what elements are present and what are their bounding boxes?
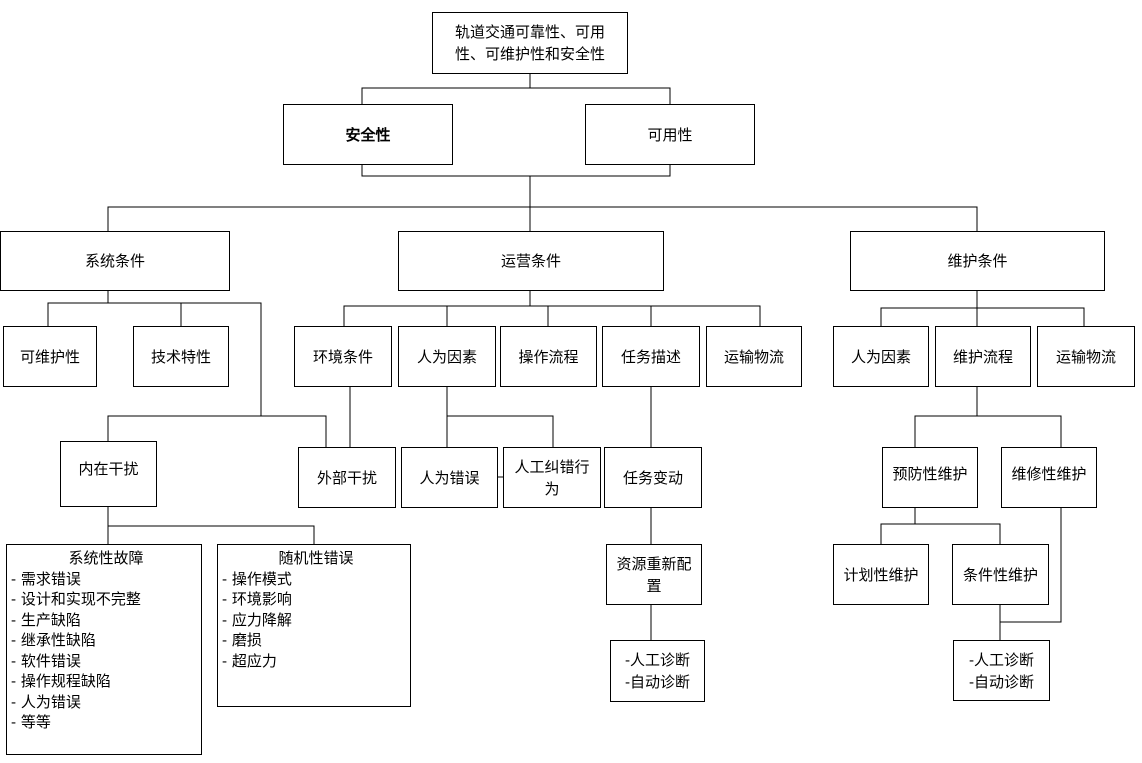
random-error-item: - 环境影响 bbox=[222, 590, 292, 608]
systematic-failure-item: - 操作规程缺陷 bbox=[11, 672, 111, 690]
random-error-item: - 超应力 bbox=[222, 651, 277, 670]
connector bbox=[880, 307, 1085, 326]
task-change-node: 任务变动 bbox=[604, 447, 702, 508]
random-error-item: - 磨损 bbox=[222, 631, 262, 649]
safety-label: 安全性 bbox=[345, 125, 391, 144]
human-factors-op-node: 人为因素 bbox=[398, 326, 496, 387]
human-factors-op-label: 人为因素 bbox=[416, 347, 477, 366]
connector bbox=[361, 73, 531, 104]
connector bbox=[914, 415, 977, 447]
connector bbox=[361, 164, 671, 177]
mt-diagnosis-item: -人工诊断 bbox=[968, 650, 1035, 669]
human-factors-mt-label: 人为因素 bbox=[850, 347, 911, 366]
logistics-op-label: 运输物流 bbox=[723, 347, 784, 366]
safety-node: 安全性 bbox=[283, 104, 453, 165]
task-description-label: 任务描述 bbox=[620, 347, 681, 366]
connector bbox=[446, 386, 554, 447]
human-factors-mt-node: 人为因素 bbox=[833, 326, 929, 387]
planned-maintenance-label: 计划性维护 bbox=[843, 565, 919, 584]
technical-features-node: 技术特性 bbox=[133, 326, 229, 387]
logistics-mt-label: 运输物流 bbox=[1055, 347, 1116, 366]
systematic-failure-title: 系统性故障 bbox=[68, 549, 144, 567]
availability-label: 可用性 bbox=[647, 125, 693, 144]
operating-conditions-node: 运营条件 bbox=[398, 231, 664, 291]
root-label: 轨道交通可靠性、可用性、可维护性和安全性 bbox=[454, 23, 605, 63]
connector bbox=[1000, 508, 1062, 623]
mt-diagnosis-item: -自动诊断 bbox=[968, 672, 1035, 691]
mt-diagnosis-node: -人工诊断 -自动诊断 bbox=[953, 640, 1050, 701]
random-error-item: - 应力降解 bbox=[222, 610, 292, 629]
conditional-maintenance-node: 条件性维护 bbox=[952, 544, 1049, 605]
connector bbox=[976, 386, 1062, 447]
maintainability-node: 可维护性 bbox=[3, 326, 97, 387]
root-node: 轨道交通可靠性、可用性、可维护性和安全性 bbox=[432, 12, 628, 74]
connector bbox=[107, 206, 978, 231]
maintenance-conditions-label: 维护条件 bbox=[947, 252, 1008, 270]
internal-interference-node: 内在干扰 bbox=[60, 441, 157, 507]
logistics-op-node: 运输物流 bbox=[706, 326, 802, 387]
planned-maintenance-node: 计划性维护 bbox=[833, 544, 929, 605]
task-change-label: 任务变动 bbox=[622, 468, 683, 487]
corrective-maintenance-label: 维修性维护 bbox=[1011, 464, 1087, 483]
mt-diagnosis-list: -人工诊断 -自动诊断 bbox=[969, 649, 1034, 693]
connector bbox=[914, 508, 1001, 544]
preventive-maintenance-label: 预防性维护 bbox=[892, 464, 968, 483]
connector bbox=[343, 305, 761, 326]
op-diagnosis-node: -人工诊断 -自动诊断 bbox=[610, 640, 705, 702]
environment-label: 环境条件 bbox=[312, 347, 373, 366]
human-error-node: 人为错误 bbox=[401, 447, 498, 508]
connector bbox=[47, 302, 262, 441]
resource-reconfig-node: 资源重新配置 bbox=[606, 544, 702, 605]
maintainability-label: 可维护性 bbox=[19, 347, 80, 366]
preventive-maintenance-node: 预防性维护 bbox=[882, 447, 978, 508]
human-error-label: 人为错误 bbox=[419, 468, 480, 487]
external-interference-node: 外部干扰 bbox=[298, 447, 396, 508]
resource-reconfig-label: 资源重新配置 bbox=[616, 554, 692, 595]
external-interference-label: 外部干扰 bbox=[316, 468, 377, 487]
systematic-failure-item: - 继承性缺陷 bbox=[11, 631, 96, 649]
system-conditions-node: 系统条件 bbox=[0, 231, 230, 291]
op-diagnosis-list: -人工诊断 -自动诊断 bbox=[625, 649, 690, 693]
internal-interference-label: 内在干扰 bbox=[78, 460, 139, 478]
systematic-failure-item: - 生产缺陷 bbox=[11, 610, 81, 629]
operation-process-node: 操作流程 bbox=[500, 326, 597, 387]
operating-conditions-label: 运营条件 bbox=[500, 252, 561, 270]
systematic-failure-node: 系统性故障 - 需求错误 - 设计和实现不完整 - 生产缺陷 - 继承性缺陷 -… bbox=[6, 544, 202, 755]
random-error-item: - 操作模式 bbox=[222, 569, 292, 588]
systematic-failure-item: - 人为错误 bbox=[11, 692, 81, 711]
systematic-failure-item: - 等等 bbox=[11, 713, 51, 731]
connector bbox=[107, 506, 315, 544]
systematic-failure-item: - 设计和实现不完整 bbox=[11, 590, 141, 608]
op-diagnosis-item: -自动诊断 bbox=[624, 673, 691, 691]
corrective-maintenance-node: 维修性维护 bbox=[1001, 447, 1097, 508]
maintenance-conditions-node: 维护条件 bbox=[850, 231, 1105, 291]
human-correction-node: 人工纠错行为 bbox=[503, 447, 601, 508]
task-description-node: 任务描述 bbox=[602, 326, 700, 387]
human-correction-label: 人工纠错行为 bbox=[514, 457, 590, 498]
systematic-failure-item: - 需求错误 bbox=[11, 569, 81, 588]
op-diagnosis-item: -人工诊断 bbox=[624, 651, 691, 669]
connector bbox=[530, 87, 671, 104]
random-error-title: 随机性错误 bbox=[278, 549, 354, 567]
maintenance-process-node: 维护流程 bbox=[935, 326, 1031, 387]
conditional-maintenance-label: 条件性维护 bbox=[962, 565, 1038, 584]
operation-process-label: 操作流程 bbox=[518, 347, 579, 366]
environment-node: 环境条件 bbox=[294, 326, 392, 387]
systematic-failure-item: - 软件错误 bbox=[11, 651, 81, 670]
availability-node: 可用性 bbox=[585, 104, 755, 165]
connector bbox=[261, 415, 327, 447]
logistics-mt-node: 运输物流 bbox=[1037, 326, 1135, 387]
maintenance-process-label: 维护流程 bbox=[952, 347, 1013, 366]
system-conditions-label: 系统条件 bbox=[84, 252, 145, 270]
technical-features-label: 技术特性 bbox=[150, 347, 211, 366]
random-error-node: 随机性错误 - 操作模式 - 环境影响 - 应力降解 - 磨损 - 超应力 bbox=[217, 544, 411, 707]
connector bbox=[880, 523, 915, 544]
